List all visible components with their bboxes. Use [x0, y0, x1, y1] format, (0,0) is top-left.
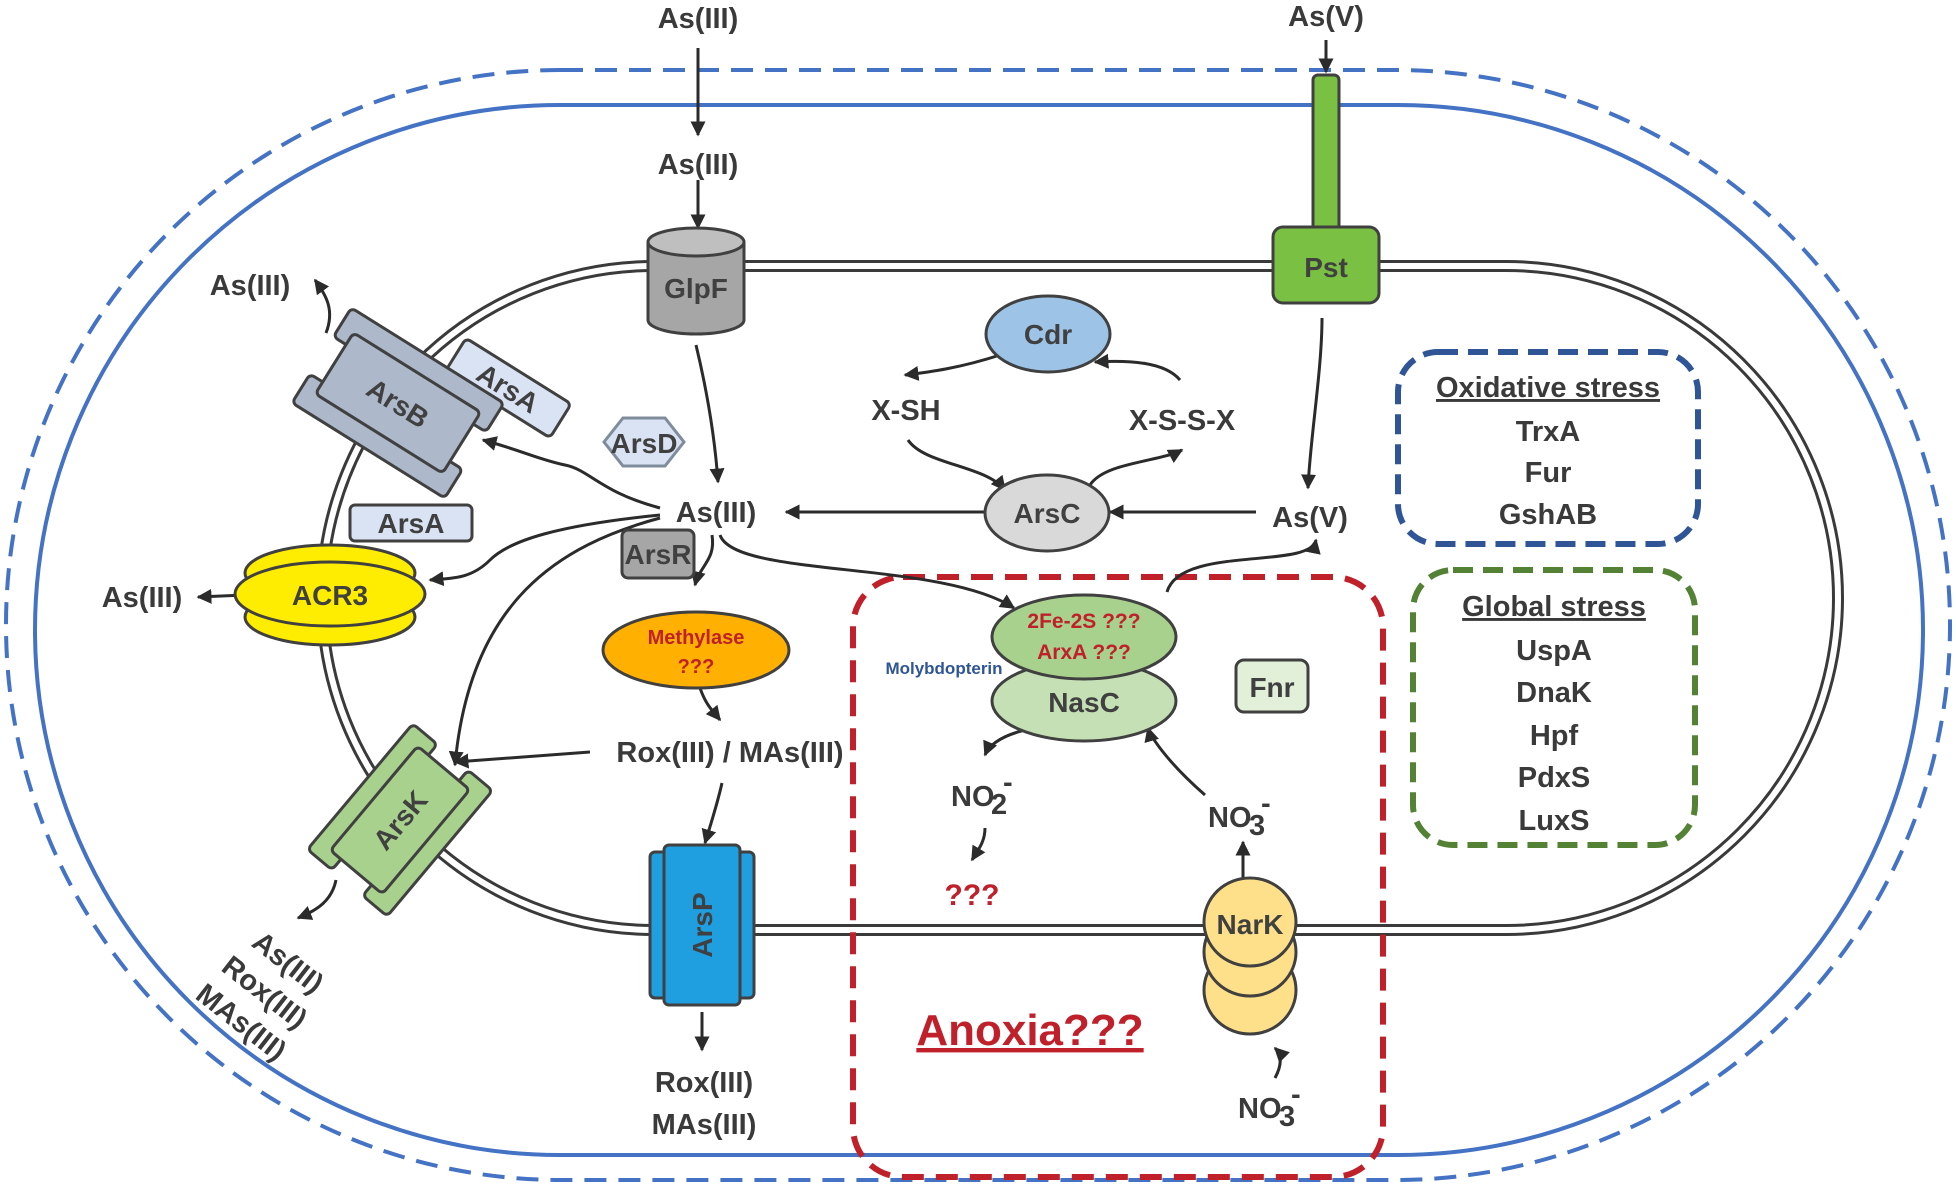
global-stress-title: Global stress [1462, 591, 1646, 623]
arrow-glpf-to-as3 [694, 344, 725, 484]
arrow-as3-to-arsk [448, 516, 661, 767]
arrow-as3-to-methylase [691, 534, 715, 587]
arrow-as3-to-fe-s [718, 534, 1016, 610]
nark-transporter: NarK [1202, 876, 1298, 1036]
arrow-no2-to-unknown [970, 827, 987, 862]
arsk-transporter: ArsK [308, 724, 492, 916]
arsd-label: ArsD [611, 428, 678, 459]
global-item-uspa: UspA [1516, 635, 1592, 667]
arsp-transporter: ArsP [648, 843, 756, 1007]
arrow-as3-to-arsb [481, 436, 661, 510]
xsh-label: X-SH [871, 395, 940, 427]
arsa-mid: ArsA [348, 503, 474, 543]
arrow-pst-to-as5 [1301, 317, 1324, 490]
arsk-products: As(III) Rox(III) MAs(III) [190, 926, 329, 1068]
svg-text:-: - [1003, 767, 1013, 799]
glpf-label: GlpF [664, 273, 728, 304]
svg-text:NO: NO [1208, 802, 1252, 834]
as5-top-label: As(V) [1288, 1, 1364, 33]
arsp-out-rox: Rox(III) [655, 1067, 753, 1099]
acr3-label: ACR3 [292, 580, 368, 611]
anoxia-box [850, 574, 1386, 1180]
as3-top-label: As(III) [658, 3, 739, 35]
no2-label: NO 2 - [951, 767, 1013, 821]
nark-label: NarK [1217, 909, 1284, 940]
arrow-xsh-to-arsc [906, 439, 1007, 492]
svg-text:NO: NO [1238, 1093, 1282, 1125]
arrow-cdr-to-xsh [903, 353, 1001, 381]
svg-text:2: 2 [991, 789, 1007, 821]
as3-periplasm-label: As(III) [658, 149, 739, 181]
arrow-nasc-to-no2 [983, 728, 1026, 757]
arrow-no3-to-nasc [1144, 726, 1206, 797]
arrow-arsc-to-xssx [1088, 448, 1184, 486]
global-stress-box: Global stress UspA DnaK Hpf PdxS LuxS [1410, 567, 1698, 848]
arxa-label: ArxA ??? [1037, 641, 1131, 664]
no3-in-label: NO 3 - [1208, 788, 1271, 842]
arsd-protein: ArsD [602, 416, 686, 468]
as3-acr3-out-label: As(III) [102, 582, 183, 614]
arrow-methylase-to-rox [698, 687, 722, 722]
arrow-fe-s-to-as5 [1165, 538, 1321, 593]
arrow-arsk-out [296, 879, 338, 920]
as3-center-label: As(III) [676, 497, 757, 529]
svg-text:-: - [1261, 788, 1271, 820]
global-item-hpf: Hpf [1530, 720, 1579, 752]
fnr-regulator: Fnr [1234, 658, 1310, 714]
outer-membrane-solid [33, 103, 1925, 1157]
arsr-label: ArsR [625, 539, 692, 570]
arrow-rox-to-arsp [701, 782, 724, 845]
cdr-label: Cdr [1024, 319, 1072, 350]
svg-text:3: 3 [1279, 1101, 1295, 1133]
oxidative-stress-box: Oxidative stress TrxA Fur GshAB [1395, 349, 1701, 547]
nasc-label: NasC [1048, 687, 1120, 718]
rox-mas-label: Rox(III) / MAs(III) [616, 737, 843, 769]
fe-s-label: 2Fe-2S ??? [1027, 610, 1140, 633]
arrow-xssx-to-cdr [1093, 353, 1182, 382]
as5-center-label: As(V) [1272, 502, 1348, 534]
arsp-out-mas: MAs(III) [652, 1109, 757, 1141]
arrow-arsb-out [313, 278, 332, 334]
unknown-product-label: ??? [945, 879, 1000, 912]
fe-s-cluster: 2Fe-2S ??? ArxA ??? [990, 593, 1178, 681]
fnr-label: Fnr [1249, 672, 1294, 703]
global-item-dnak: DnaK [1516, 677, 1592, 709]
arsp-label: ArsP [687, 892, 718, 957]
molybdopterin-label: Molybdopterin [885, 659, 1002, 678]
arrow-as3-to-acr3 [428, 513, 661, 587]
xssx-label: X-S-S-X [1129, 405, 1236, 437]
svg-text:-: - [1291, 1079, 1301, 1111]
methylase-enzyme: Methylase ??? [601, 610, 791, 690]
acr3-pump: ACR3 [233, 543, 427, 647]
arsr-regulator: ArsR [620, 528, 696, 580]
oxidative-item-gshab: GshAB [1499, 499, 1597, 531]
arsa-mid-label: ArsA [378, 508, 445, 539]
methylase-unknown-label: ??? [678, 656, 715, 678]
global-item-pdxs: PdxS [1518, 762, 1591, 794]
arrow-rox-to-arsk [453, 750, 591, 769]
svg-text:NO: NO [951, 781, 995, 813]
global-item-luxs: LuxS [1519, 805, 1590, 837]
pst-transporter: Pst [1271, 73, 1381, 305]
oxidative-item-fur: Fur [1525, 457, 1572, 489]
nasc-enzyme: NasC [990, 659, 1178, 743]
oxidative-item-trxa: TrxA [1516, 416, 1581, 448]
anoxia-label: Anoxia??? [916, 1006, 1143, 1055]
arsc-enzyme: ArsC [983, 473, 1111, 553]
glpf-channel: GlpF [646, 226, 746, 336]
arsc-label: ArsC [1014, 498, 1081, 529]
arrow-no3-into-nark [1273, 1046, 1290, 1079]
pst-label: Pst [1304, 252, 1348, 283]
as3-arsb-out-label: As(III) [210, 270, 291, 302]
oxidative-stress-title: Oxidative stress [1436, 372, 1660, 404]
svg-text:3: 3 [1249, 810, 1265, 842]
arsb-pump: ArsB [292, 308, 504, 498]
cdr-enzyme: Cdr [984, 294, 1112, 374]
no3-out-label: NO 3 - [1238, 1079, 1301, 1133]
methylase-label: Methylase [648, 627, 745, 649]
